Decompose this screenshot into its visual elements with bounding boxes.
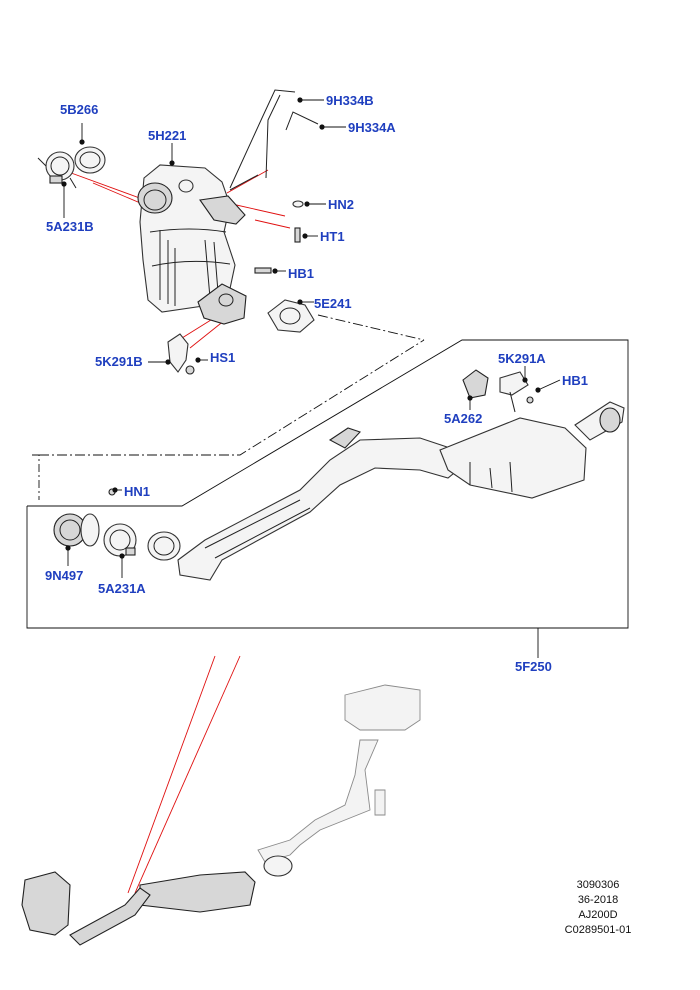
callout-HN2[interactable]: HN2 <box>328 197 355 212</box>
sensor-pipes <box>229 89 319 191</box>
assembly-boundary <box>26 314 629 658</box>
rear-exhaust-assembly <box>147 401 625 581</box>
reference-line-4: C0289501-01 <box>564 924 632 936</box>
catalytic-converter <box>137 164 247 325</box>
callout-HB1-upper[interactable]: HB1 <box>288 266 315 281</box>
callout-9H334A[interactable]: 9H334A <box>348 120 396 135</box>
callout-5E241[interactable]: 5E241 <box>314 296 352 311</box>
callout-5K291B[interactable]: 5K291B <box>95 354 143 369</box>
hangers-5A262-5K291A <box>462 369 534 413</box>
callout-9N497[interactable]: 9N497 <box>45 568 84 583</box>
reference-block: 3090306 36-2018 AJ200D C0289501-01 <box>560 880 636 936</box>
reference-line-1: 3090306 <box>576 879 620 891</box>
callout-5H221[interactable]: 5H221 <box>148 128 187 143</box>
gasket-5E241 <box>267 299 315 333</box>
bracket-5K291B <box>167 333 189 373</box>
callout-5K291A[interactable]: 5K291A <box>498 351 546 366</box>
callout-HT1[interactable]: HT1 <box>320 229 345 244</box>
callout-5A231B[interactable]: 5A231B <box>46 219 94 234</box>
callout-HN1[interactable]: HN1 <box>124 484 151 499</box>
callout-5A231A[interactable]: 5A231A <box>98 581 146 596</box>
callout-leaders <box>61 97 561 578</box>
fasteners <box>185 200 304 375</box>
overview-exhaust-layout <box>21 684 421 946</box>
reference-line-3: AJ200D <box>578 909 618 921</box>
callout-5F250[interactable]: 5F250 <box>515 659 552 674</box>
highlight-lines <box>62 169 291 894</box>
callout-5B266[interactable]: 5B266 <box>60 102 99 117</box>
rear-clamps <box>53 488 137 557</box>
front-clamp-gasket <box>37 146 106 189</box>
callout-5A262[interactable]: 5A262 <box>444 411 483 426</box>
callout-9H334B[interactable]: 9H334B <box>326 93 374 108</box>
callout-HB1-right[interactable]: HB1 <box>562 373 589 388</box>
callout-HS1[interactable]: HS1 <box>210 350 236 365</box>
reference-line-2: 36-2018 <box>577 894 619 906</box>
